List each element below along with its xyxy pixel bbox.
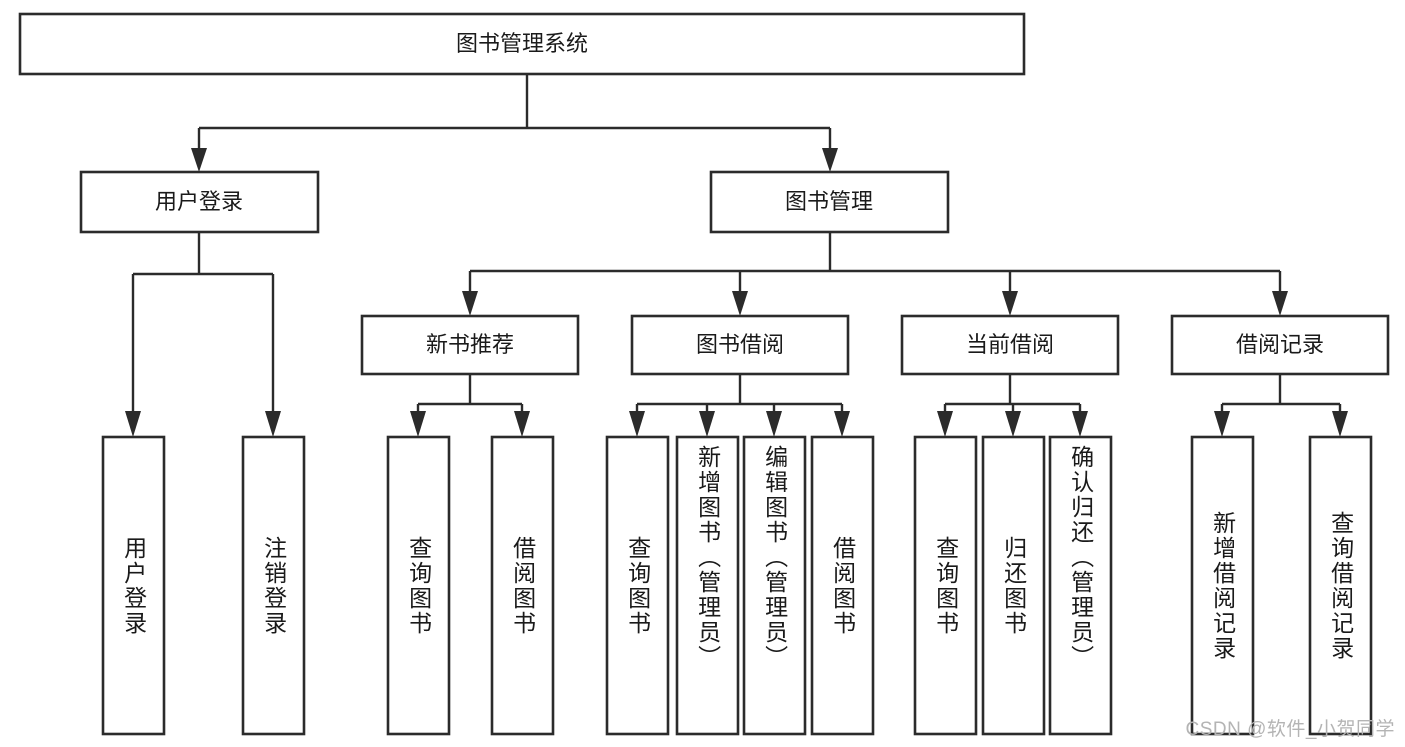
node-layer: 图书管理系统 用户登录 图书管理 新书推荐 图书借阅 当前借阅 借阅记录 bbox=[18, 12, 1390, 736]
arrow-head-leaf-query-book-2 bbox=[629, 411, 645, 437]
node-label-borrow-record: 借阅记录 bbox=[1236, 332, 1324, 357]
node-leaf-borrow-book-1[interactable] bbox=[490, 435, 555, 736]
arrow-head-borrow-record bbox=[1272, 291, 1288, 316]
node-leaf-query-record[interactable] bbox=[1308, 435, 1373, 736]
arrow-head-leaf-query-book-3 bbox=[937, 411, 953, 437]
arrow-head-leaf-query-record bbox=[1332, 411, 1348, 437]
node-label-book-management: 图书管理 bbox=[785, 189, 873, 214]
node-leaf-add-record[interactable] bbox=[1190, 435, 1255, 736]
node-current-borrow[interactable] bbox=[900, 314, 1120, 376]
node-label-new-book-recommend: 新书推荐 bbox=[426, 332, 514, 357]
node-leaf-logout-login[interactable] bbox=[241, 435, 306, 736]
node-label-user-login: 用户登录 bbox=[155, 189, 243, 214]
arrow-head-leaf-borrow-book-1 bbox=[514, 411, 530, 437]
arrow-head-book-borrow bbox=[732, 291, 748, 316]
arrow-head-leaf-return-book bbox=[1005, 411, 1021, 437]
node-leaf-user-login[interactable] bbox=[101, 435, 166, 736]
node-book-management[interactable] bbox=[709, 170, 950, 234]
node-label-book-management-system: 图书管理系统 bbox=[456, 31, 588, 56]
node-leaf-edit-book[interactable] bbox=[742, 435, 807, 736]
node-book-borrow[interactable] bbox=[630, 314, 850, 376]
node-user-login[interactable] bbox=[79, 170, 320, 234]
node-leaf-return-book[interactable] bbox=[981, 435, 1046, 736]
node-leaf-query-book-3[interactable] bbox=[913, 435, 978, 736]
node-leaf-add-book[interactable] bbox=[675, 435, 740, 736]
connector-layer bbox=[125, 74, 1348, 437]
arrow-head-current-borrow bbox=[1002, 291, 1018, 316]
arrow-head-leaf-user-login bbox=[125, 411, 141, 437]
node-leaf-query-book-2[interactable] bbox=[605, 435, 670, 736]
watermark-text: CSDN @软件_小贺同学 bbox=[1185, 719, 1395, 740]
arrow-head-leaf-edit-book bbox=[766, 411, 782, 437]
arrow-head-new-book-recommend bbox=[462, 291, 478, 316]
arrow-head-leaf-logout-login bbox=[265, 411, 281, 437]
node-leaf-borrow-book-2[interactable] bbox=[810, 435, 875, 736]
arrow-head-leaf-borrow-book-2 bbox=[834, 411, 850, 437]
arrow-head-book-management bbox=[822, 148, 838, 172]
node-book-management-system[interactable] bbox=[18, 12, 1026, 76]
node-borrow-record[interactable] bbox=[1170, 314, 1390, 376]
node-leaf-query-book-1[interactable] bbox=[386, 435, 451, 736]
arrow-head-leaf-query-book-1 bbox=[410, 411, 426, 437]
node-label-book-borrow: 图书借阅 bbox=[696, 332, 784, 357]
arrow-head-leaf-confirm-return bbox=[1072, 411, 1088, 437]
arrow-head-leaf-add-record bbox=[1214, 411, 1230, 437]
arrow-head-user-login bbox=[191, 148, 207, 172]
node-leaf-confirm-return[interactable] bbox=[1048, 435, 1113, 736]
node-new-book-recommend[interactable] bbox=[360, 314, 580, 376]
node-label-current-borrow: 当前借阅 bbox=[966, 332, 1054, 357]
arrow-head-leaf-add-book bbox=[699, 411, 715, 437]
